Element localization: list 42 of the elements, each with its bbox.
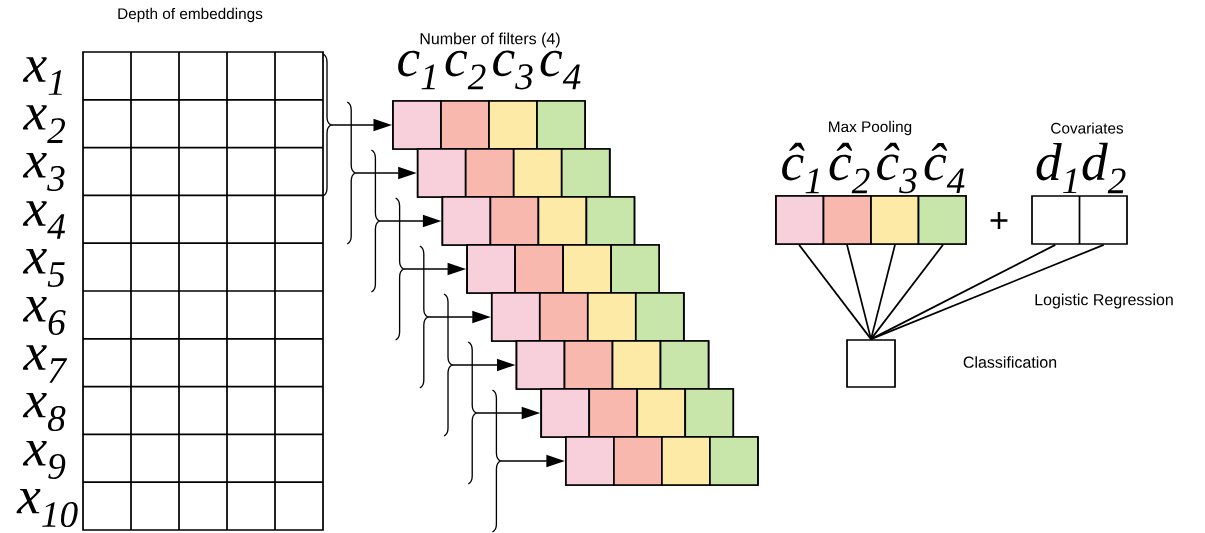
connector-line: [870, 244, 1057, 340]
text-label: Number of filters (4): [420, 32, 560, 48]
symbol-label: d$_{1}$: [1036, 142, 1077, 194]
symbol-label: c$_{2}$: [445, 50, 486, 90]
connector-line: [870, 244, 1105, 340]
filter-row: [540, 388, 735, 438]
symbol-label: x$_{6}$: [22, 296, 66, 336]
filter-row: [466, 244, 660, 294]
heading: Covariates: [1051, 122, 1124, 134]
filter-row: [441, 196, 636, 246]
symbol-label: c$_{3}$: [493, 50, 533, 90]
connector-line: [870, 244, 944, 340]
symbol-label: ĉ$_{4}$: [924, 142, 965, 194]
symbol-label: ĉ$_{2}$: [829, 142, 870, 194]
connector-line: [846, 244, 872, 340]
symbol-label: x$_{3}$: [22, 152, 65, 192]
symbol-label: x$_{9}$: [22, 440, 66, 480]
plus-sign: +: [990, 212, 1008, 229]
filter-row: [565, 436, 759, 486]
symbol-label: x$_{1}$: [22, 57, 62, 95]
filter-row: [515, 340, 710, 390]
filter-row: [392, 100, 586, 150]
connector-line: [798, 244, 872, 340]
filter-row: [490, 292, 685, 342]
symbol-label: x$_{2}$: [22, 105, 65, 143]
symbol-label: ĉ$_{1}$: [782, 142, 819, 194]
filter-row: [416, 148, 611, 198]
symbol-label: x$_{10}$: [16, 488, 78, 528]
symbol-label: c$_{4}$: [540, 50, 581, 90]
heading: Max Pooling: [829, 120, 912, 136]
connector-line: [870, 244, 896, 340]
symbol-label: d$_{2}$: [1082, 142, 1126, 194]
text-label: Classification: [963, 356, 1057, 368]
heading: Depth of embeddings: [118, 7, 263, 23]
symbol-label: x$_{5}$: [22, 249, 65, 287]
symbol-label: x$_{8}$: [22, 392, 66, 432]
output-box: [846, 339, 896, 388]
symbol-label: x$_{7}$: [22, 345, 68, 383]
symbol-label: x$_{4}$: [22, 201, 65, 239]
symbol-label: c$_{1}$: [398, 50, 435, 90]
text-label: Logistic Regression: [1035, 293, 1173, 309]
symbol-label: ĉ$_{3}$: [877, 142, 917, 194]
